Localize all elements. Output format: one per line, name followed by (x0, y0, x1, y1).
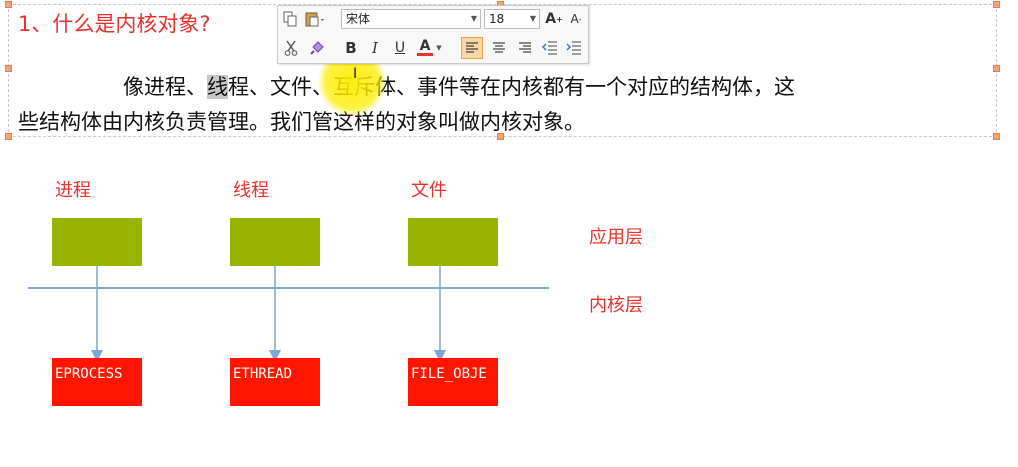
chevron-down-icon: ▼ (470, 14, 477, 23)
increase-indent-icon[interactable] (563, 38, 585, 58)
font-size-value: 18 (489, 12, 505, 26)
resize-handle[interactable] (5, 133, 12, 140)
selected-text: 线 (207, 75, 228, 99)
align-left-button[interactable] (461, 37, 483, 59)
chevron-down-icon: ▼ (529, 14, 536, 23)
resize-handle[interactable] (993, 65, 1000, 72)
file-label: 文件 (411, 180, 447, 201)
grow-font-button[interactable]: A+ (545, 11, 563, 27)
file-object-box[interactable]: FILE_OBJE (408, 358, 498, 406)
eprocess-box[interactable]: EPROCESS (52, 358, 142, 406)
resize-handle[interactable] (5, 65, 12, 72)
font-color-bar (417, 52, 433, 56)
process-label: 进程 (55, 180, 91, 201)
font-color-icon: A (419, 37, 431, 54)
kernel-layer-label: 内核层 (589, 295, 643, 316)
file-app-box[interactable] (408, 218, 498, 266)
grow-font-icon: A (545, 11, 557, 27)
slide-text-box[interactable] (5, 1, 1000, 140)
italic-button[interactable]: I (372, 39, 378, 57)
format-painter-icon[interactable] (306, 38, 328, 58)
paragraph-line: 些结构体由内核负责管理。我们管这样的对象叫做内核对象。 (18, 110, 585, 134)
resize-handle[interactable] (5, 1, 12, 8)
font-name-select[interactable]: 宋体 ▼ (341, 9, 481, 29)
resize-handle[interactable] (497, 133, 504, 140)
shrink-font-icon: A (570, 12, 579, 26)
underline-button[interactable]: U (394, 40, 406, 56)
font-size-select[interactable]: 18 ▼ (484, 9, 540, 29)
resize-handle[interactable] (993, 133, 1000, 140)
cut-icon[interactable] (281, 38, 301, 58)
process-app-box[interactable] (52, 218, 142, 266)
shrink-font-button[interactable]: A- (570, 12, 582, 26)
app-layer-label: 应用层 (589, 227, 643, 248)
paragraph-line: 像进程、线程、文件、互斥体、事件等在内核都有一个对应的结构体，这 (18, 71, 993, 101)
font-name-value: 宋体 (346, 12, 371, 26)
bold-button[interactable]: B (345, 39, 357, 57)
mini-format-toolbar: 宋体 ▼ 18 ▼ A+ A- B I U A ▼ (277, 5, 589, 64)
ethread-box[interactable]: ETHREAD (230, 358, 320, 406)
decrease-indent-icon[interactable] (539, 38, 561, 58)
paragraph-text: 像进程、 (123, 75, 207, 99)
font-color-button[interactable]: A (415, 36, 435, 58)
align-center-button[interactable] (488, 38, 510, 58)
chevron-down-icon[interactable]: ▼ (436, 44, 442, 52)
slide-title: 1、什么是内核对象? (18, 12, 211, 36)
paragraph-text: 程、文件、互斥体、事件等在内核都有一个对应的结构体，这 (228, 75, 795, 99)
align-right-button[interactable] (514, 38, 536, 58)
thread-app-box[interactable] (230, 218, 320, 266)
thread-label: 线程 (233, 180, 269, 201)
copy-icon[interactable] (281, 9, 299, 29)
resize-handle[interactable] (993, 1, 1000, 8)
paste-icon[interactable] (303, 9, 329, 29)
